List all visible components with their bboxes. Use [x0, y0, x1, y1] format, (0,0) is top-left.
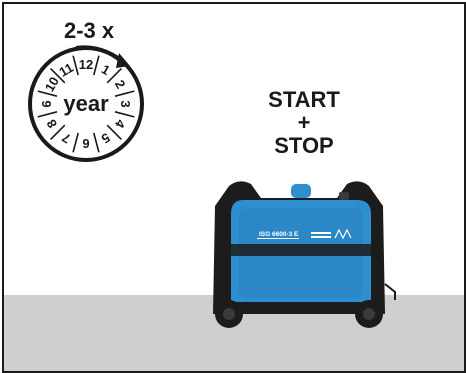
dial-separator-3: [115, 112, 134, 117]
dial-number-8: 8: [44, 117, 61, 131]
interval-times: 2-3 x: [64, 18, 114, 44]
dial-number-4: 4: [111, 117, 128, 131]
dial-number-0: 12: [79, 57, 93, 72]
action-stop: STOP: [254, 134, 354, 157]
model-label: ISG 6600-3 E: [259, 231, 299, 238]
dial-separator-8: [38, 112, 57, 117]
dial-arrow-icon: [116, 53, 130, 68]
dial-number-5: 5: [99, 130, 113, 147]
dial-separator-0: [94, 56, 99, 75]
dial-number-3: 3: [118, 100, 133, 107]
dial-number-9: 6: [39, 100, 54, 107]
dial-separator-2: [115, 91, 134, 96]
action-start: START: [254, 88, 354, 111]
dial-number-6: 6: [82, 136, 89, 151]
fuel-cap-icon: [291, 184, 311, 198]
dial-number-2: 2: [112, 77, 129, 91]
action-label: START + STOP: [254, 88, 354, 157]
dial-number-1: 1: [99, 62, 113, 79]
generator-illustration: ISG 6600-3 E: [199, 174, 399, 334]
dial-separator-6: [73, 133, 78, 152]
action-plus: +: [254, 111, 354, 134]
dial-separator-5: [94, 133, 99, 152]
dial-unit-label: year: [63, 91, 109, 116]
dial-number-7: 7: [59, 130, 73, 147]
